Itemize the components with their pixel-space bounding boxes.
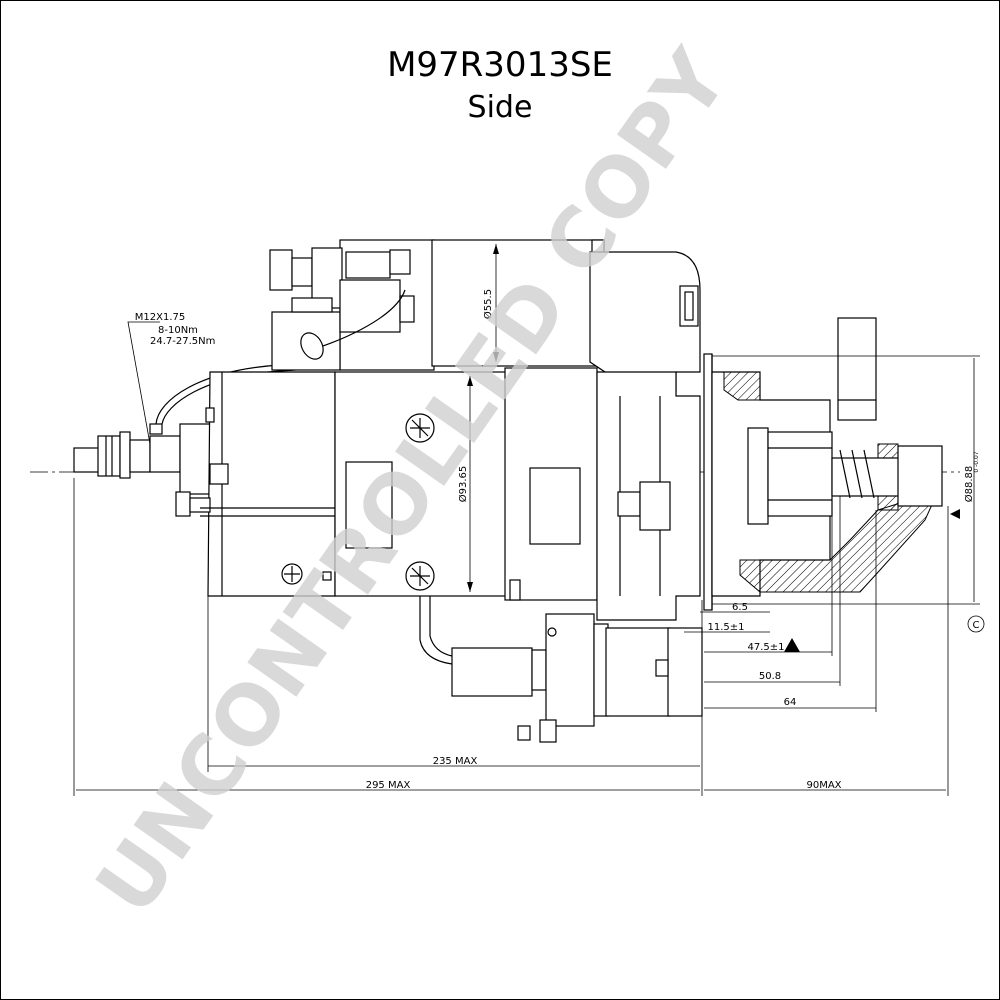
- dim-47-5: 47.5±1: [747, 642, 784, 653]
- dim-90-max: 90MAX: [806, 780, 841, 791]
- rear-end-housing: [175, 371, 515, 597]
- motor-body: [334, 367, 598, 601]
- torque-callout-1: 8-10Nm: [158, 325, 198, 336]
- dim-235-max: 235 MAX: [433, 756, 478, 767]
- drive-end-housing: [589, 251, 713, 621]
- solenoid-dia-label: Ø55.5: [482, 289, 494, 319]
- pinion-dia-tolerance: 0 -0.07: [973, 451, 980, 472]
- dim-11-5: 11.5±1: [707, 622, 744, 633]
- bottom-connector: [419, 596, 703, 743]
- pinion-dia-label: Ø88.88: [963, 466, 975, 503]
- dimension-lines: [73, 321, 985, 796]
- dim-50-8: 50.8: [759, 671, 781, 682]
- solenoid: [269, 239, 605, 371]
- thread-callout: M12X1.75: [135, 312, 185, 323]
- flange-pinion: [711, 317, 943, 597]
- dim-6-5: 6.5: [732, 602, 748, 613]
- part-number-title: M97R3013SE: [387, 45, 613, 85]
- motor-dia-label: Ø93.65: [457, 466, 469, 503]
- dim-295-max: 295 MAX: [366, 780, 411, 791]
- torque-callout-2: 24.7-27.5Nm: [150, 336, 215, 347]
- datum-c: C: [973, 620, 980, 631]
- dim-64: 64: [784, 697, 797, 708]
- view-subtitle: Side: [467, 90, 533, 125]
